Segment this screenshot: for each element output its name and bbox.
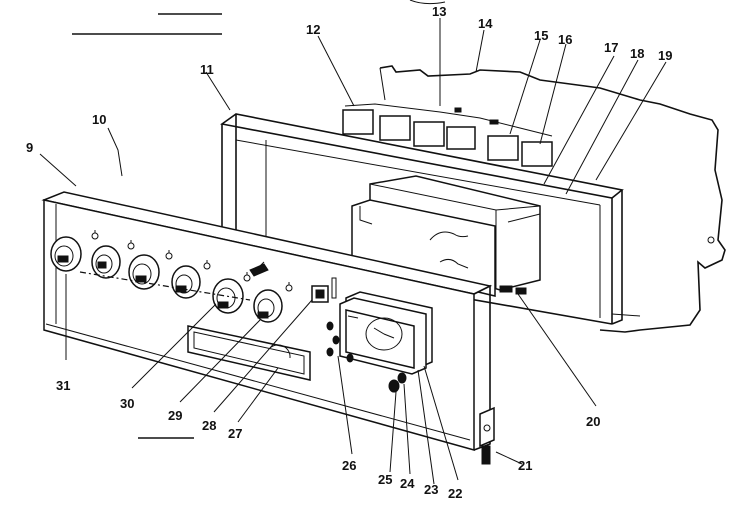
knob-6: [253, 289, 283, 323]
callout-9: 9: [26, 140, 33, 155]
callout-25: 25: [378, 472, 392, 487]
switch-block-row: [342, 103, 553, 167]
callout-14: 14: [478, 16, 493, 31]
knob-indicator-marks: [91, 230, 293, 292]
leader-lines: [39, 18, 667, 485]
callout-12: 12: [306, 22, 320, 37]
rear-back-panel: [379, 65, 726, 333]
callout-28: 28: [202, 418, 216, 433]
clock-timer-assembly: [339, 291, 433, 375]
mounting-bracket: [479, 406, 495, 465]
callout-29: 29: [168, 408, 182, 423]
indicator-window: [187, 325, 311, 381]
timer-module-box: [351, 175, 541, 297]
callout-24: 24: [400, 476, 415, 491]
callout-13: 13: [432, 4, 446, 19]
knob-1: [50, 236, 82, 272]
knobs: [50, 230, 293, 323]
callout-17: 17: [604, 40, 618, 55]
callout-16: 16: [558, 32, 572, 47]
callout-27: 27: [228, 426, 242, 441]
callout-20: 20: [586, 414, 600, 429]
knob-3: [128, 254, 160, 290]
callout-15: 15: [534, 28, 548, 43]
screws: [326, 321, 407, 393]
top-marks: [72, 0, 446, 35]
callout-18: 18: [630, 46, 644, 61]
callout-11: 11: [200, 62, 214, 77]
callout-10: 10: [92, 112, 106, 127]
callout-labels: 9 10 11 12 13 14 15 16 17 18 19 20 21 22…: [26, 4, 672, 501]
callout-26: 26: [342, 458, 356, 473]
callout-21: 21: [518, 458, 532, 473]
callout-19: 19: [658, 48, 672, 63]
knob-4: [171, 265, 201, 299]
callout-22: 22: [448, 486, 462, 501]
callout-30: 30: [120, 396, 134, 411]
callout-31: 31: [56, 378, 70, 393]
callout-23: 23: [424, 482, 438, 497]
small-switch: [311, 277, 337, 303]
knob-2: [91, 245, 121, 279]
